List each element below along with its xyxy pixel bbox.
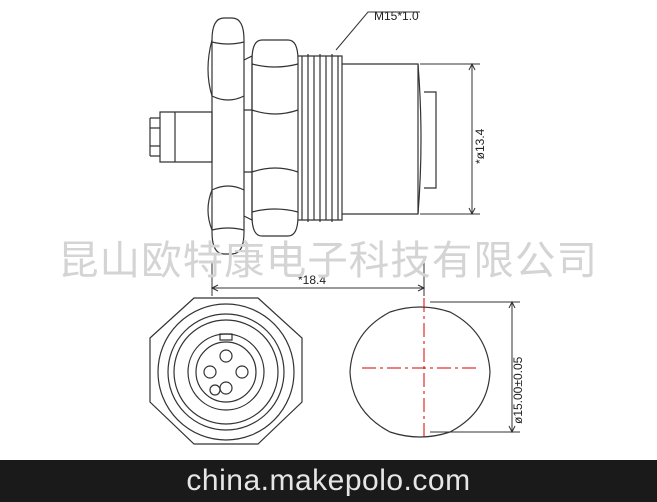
- hex-nut-front: [251, 39, 299, 237]
- connector-front-view: [149, 297, 303, 445]
- length-label: *18.4: [298, 273, 326, 287]
- rear-pins: [149, 111, 213, 163]
- diameter-label: *ø13.4: [473, 128, 487, 164]
- threaded-body: [298, 54, 343, 222]
- front-sleeve: [342, 63, 437, 215]
- cutout-label: ø15.00±0.05: [511, 356, 525, 424]
- cutout-dimension: [430, 300, 520, 434]
- site-footer-bar: china.makepolo.com: [0, 460, 657, 502]
- contact-pins: [203, 349, 249, 396]
- thread-label: M15*1.0: [374, 9, 419, 23]
- diameter-dimension: [420, 62, 480, 216]
- site-url-text: china.makepolo.com: [186, 464, 471, 497]
- connector-side-view: [149, 17, 437, 255]
- thread-callout: [335, 11, 420, 51]
- panel-cutout-view: [349, 306, 491, 438]
- company-watermark: 昆山欧特康电子科技有限公司: [58, 238, 598, 284]
- cutout-centerlines: [362, 298, 478, 438]
- length-dimension: [210, 262, 426, 296]
- hex-outline: [149, 297, 303, 445]
- hex-nut-rear: [207, 17, 245, 255]
- lock-washer: [243, 55, 253, 221]
